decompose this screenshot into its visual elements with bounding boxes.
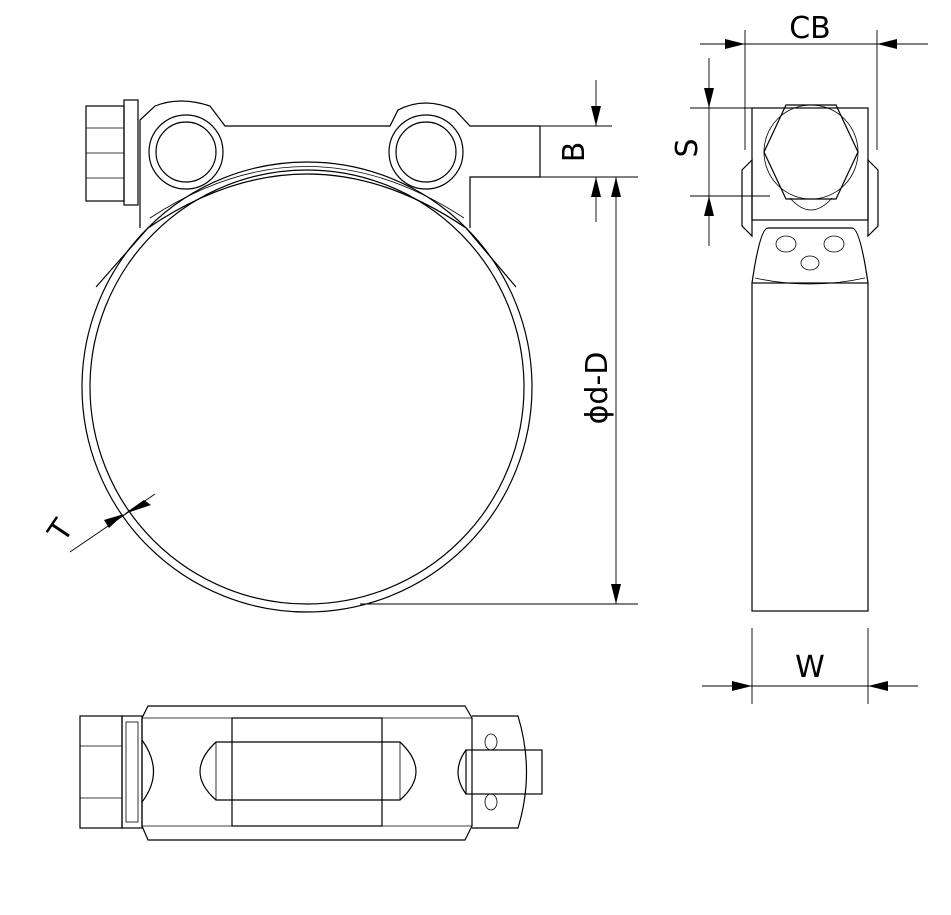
dimension-b: B — [470, 80, 638, 222]
dimension-w: W — [702, 628, 918, 704]
top-view — [79, 705, 543, 841]
label-cb: CB — [789, 11, 831, 46]
side-band — [751, 282, 869, 612]
label-s: S — [670, 138, 705, 157]
side-view — [741, 104, 879, 612]
housing-arc — [147, 173, 467, 229]
top-band-end — [472, 715, 528, 829]
top-bolt-hex — [79, 715, 123, 829]
label-diameter: ϕd-D — [580, 352, 615, 425]
dimension-cb: CB — [700, 11, 928, 150]
bolt-hex-head — [85, 105, 125, 202]
label-w: W — [795, 650, 825, 685]
band-inner-circle — [89, 169, 525, 605]
left-trunnion — [148, 114, 224, 190]
band-outer-circle — [81, 161, 533, 613]
clamp-head-body — [139, 100, 541, 228]
dimension-s: S — [670, 58, 770, 246]
top-band-outline — [141, 705, 473, 841]
right-trunnion — [388, 114, 464, 190]
top-bridge — [231, 717, 383, 827]
side-bolt-hex — [763, 104, 859, 200]
dimension-diameter: ϕd-D — [360, 177, 638, 605]
front-view — [81, 99, 541, 613]
label-b: B — [557, 142, 592, 163]
bolt-washer — [123, 99, 139, 206]
label-t: T — [41, 513, 81, 549]
